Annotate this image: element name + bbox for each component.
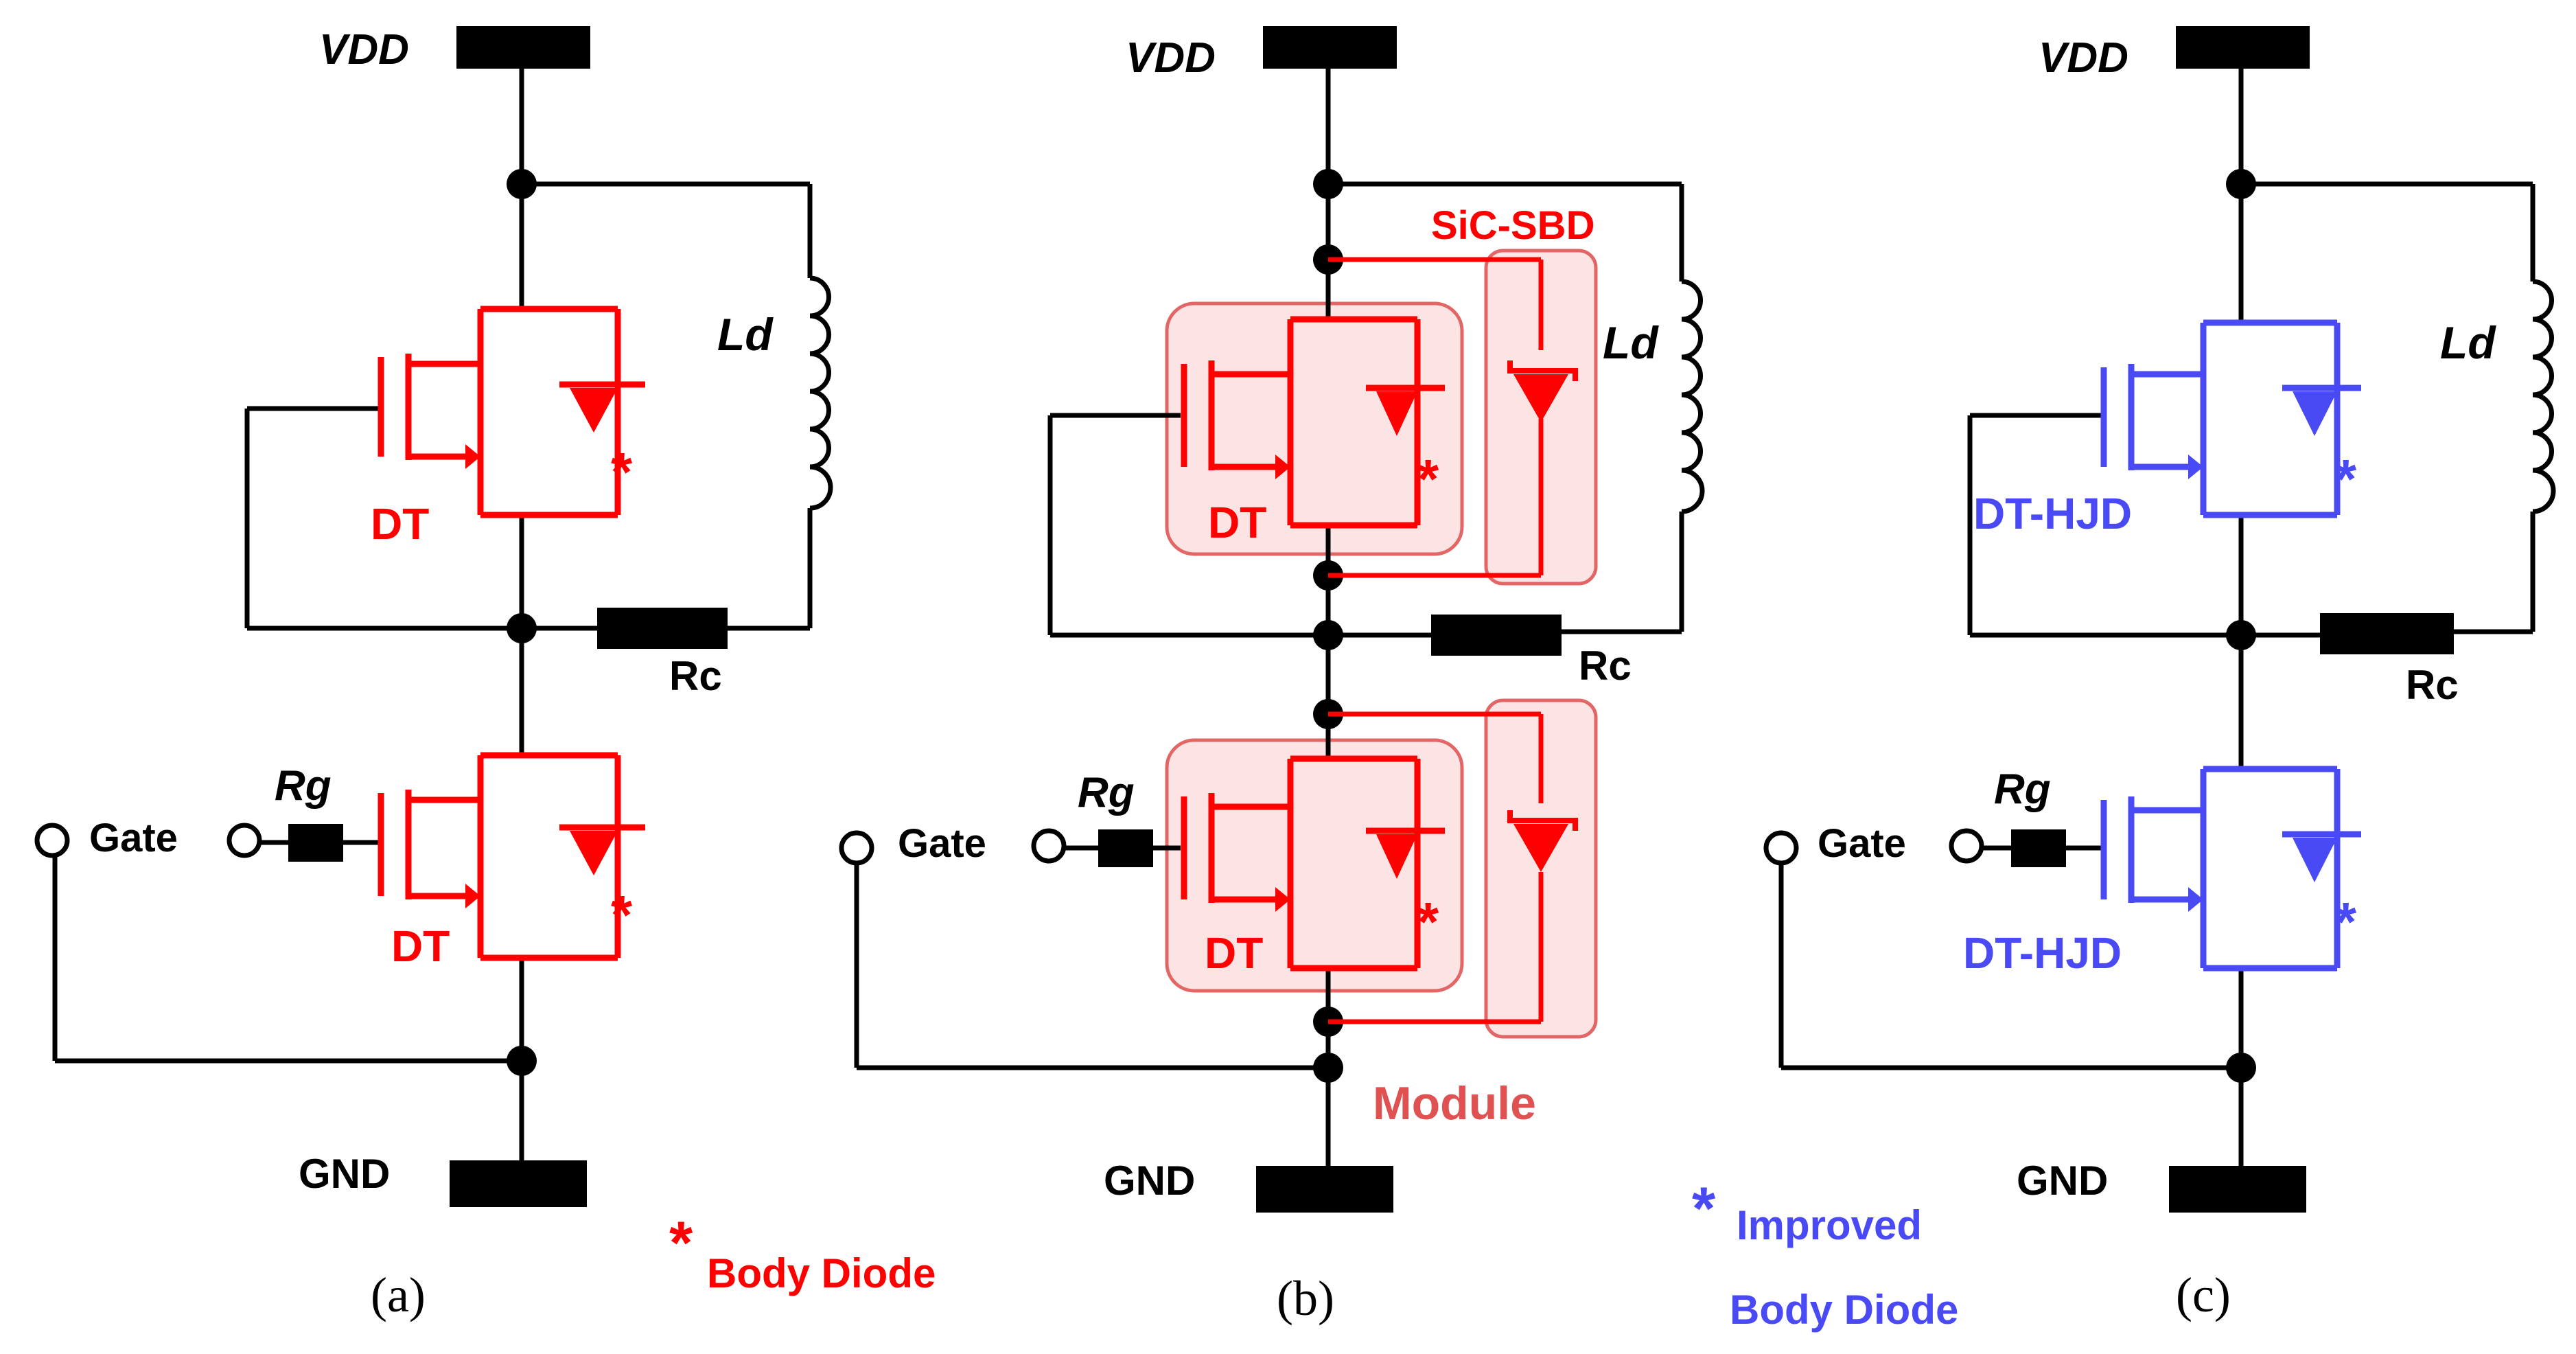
- legend-body-diode: * Body Diode: [669, 1208, 936, 1296]
- panel-b-dt-lower: [1181, 755, 1445, 972]
- panel-a-gnd-terminal: [450, 1160, 587, 1207]
- panel-c-improved-body-diode-lower: [2293, 838, 2337, 882]
- panel-b-sbd-lower: [1507, 810, 1578, 831]
- panel-a-ld-label: Ld: [717, 309, 774, 360]
- module-box-dt-upper: [1165, 301, 1464, 556]
- panel-c-vdd-terminal: [2176, 26, 2310, 69]
- panel-a: VDD Ld Rc Rg Gate GND DT DT * * (a): [34, 26, 833, 1322]
- panel-c-dt-hjd-upper-label: DT-HJD: [1973, 489, 2132, 538]
- panel-c-rg-resistor: [2011, 829, 2066, 867]
- panel-c-rg-label: Rg: [1994, 766, 2051, 813]
- panel-b-gnd-terminal: [1256, 1166, 1393, 1213]
- panel-a-junctions: [507, 169, 537, 1076]
- panel-c-gate-terminal: [1763, 830, 1799, 866]
- panel-a-dt-upper: [378, 306, 645, 518]
- panel-a-vdd-label: VDD: [319, 26, 409, 73]
- panel-a-gate-terminal: [34, 823, 70, 858]
- panel-b-dt-upper: [1181, 316, 1445, 529]
- panel-a-rc-label: Rc: [669, 653, 722, 699]
- panel-a-vdd-terminal: [456, 26, 590, 69]
- panel-c-wires: [1778, 69, 2556, 1167]
- panel-b-sbd-upper-triangle: [1513, 374, 1568, 422]
- panel-b-body-diode-lower: [1376, 834, 1417, 879]
- caption-c: (c): [2176, 1267, 2231, 1322]
- panel-c-rc-label: Rc: [2406, 662, 2459, 708]
- panel-a-gnd-label: GND: [299, 1151, 390, 1197]
- panel-a-dt-upper-label: DT: [371, 499, 429, 549]
- panel-a-asterisk-lower: *: [611, 884, 633, 945]
- module-box-dt-lower: [1165, 738, 1464, 993]
- legend-body-diode-label: Body Diode: [707, 1250, 936, 1296]
- panel-c-dt-hjd-lower-label: DT-HJD: [1963, 928, 2122, 978]
- panel-b-dt-upper-arrow: [1275, 455, 1290, 479]
- panel-a-body-diode-lower: [570, 831, 618, 875]
- panel-b-sbd-upper: [1507, 360, 1578, 381]
- panel-a-gate-label: Gate: [89, 816, 178, 860]
- caption-b: (b): [1277, 1271, 1334, 1326]
- panel-b-gate-terminal: [839, 830, 874, 866]
- panel-c-dt-hjd-lower: [2100, 766, 2361, 972]
- panel-c-improved-body-diode-upper: [2293, 391, 2337, 436]
- panel-b-body-diode-upper: [1376, 391, 1417, 436]
- panel-b-asterisk-lower: *: [1417, 891, 1439, 952]
- panel-b-gnd-label: GND: [1104, 1158, 1195, 1204]
- panel-c-ld-label: Ld: [2440, 317, 2496, 368]
- panel-b-gate-label: Gate: [898, 821, 986, 866]
- panel-c-gnd-terminal: [2169, 1166, 2306, 1213]
- panel-b-rg-label: Rg: [1078, 769, 1135, 816]
- legend-body-diode-asterisk: *: [669, 1208, 693, 1276]
- panel-c-asterisk-lower: *: [2335, 891, 2357, 952]
- legend-improved-body-diode: * Improved Body Diode: [1692, 1174, 1958, 1333]
- panel-b-ld-label: Ld: [1603, 317, 1659, 368]
- panel-b-gate-terminal-inner: [1031, 828, 1067, 864]
- panel-b-vdd-label: VDD: [1126, 34, 1216, 82]
- panel-b-rc-resistor: [1431, 615, 1562, 656]
- panel-c-junctions: [2226, 169, 2256, 1083]
- panel-c: VDD Ld Rc Rg Gate GND DT-HJD DT-HJD * * …: [1763, 26, 2556, 1322]
- panel-b-dt-upper-label: DT: [1208, 498, 1266, 547]
- panel-a-gate-terminal-inner: [227, 823, 262, 858]
- panel-c-gate-terminal-inner: [1949, 828, 1984, 864]
- panel-b-sic-sbd-label: SiC-SBD: [1431, 203, 1594, 248]
- panel-c-dt-hjd-upper-arrow: [2188, 455, 2203, 479]
- panel-b-wires: [854, 69, 1705, 1167]
- panel-b-dt-lower-arrow: [1275, 887, 1290, 912]
- panel-b: VDD SiC-SBD Ld Rc Rg Gate GND DT DT * * …: [839, 26, 1705, 1326]
- panel-a-dt-upper-arrow: [465, 444, 480, 469]
- panel-b-rc-label: Rc: [1579, 643, 1632, 689]
- panel-b-asterisk-upper: *: [1417, 448, 1439, 509]
- panel-b-dt-lower-label: DT: [1205, 928, 1263, 978]
- caption-a: (a): [371, 1267, 426, 1322]
- panel-a-rg-label: Rg: [275, 762, 332, 810]
- panel-b-sbd-wires: [1328, 257, 1544, 1024]
- panel-c-vdd-label: VDD: [2039, 34, 2128, 82]
- panel-c-gnd-label: GND: [2017, 1158, 2108, 1204]
- panel-b-rg-resistor: [1098, 829, 1153, 867]
- legend-improved-line2: Body Diode: [1730, 1287, 1958, 1333]
- panel-a-asterisk-upper: *: [611, 441, 633, 503]
- panel-b-vdd-terminal: [1263, 26, 1397, 69]
- legend-improved-asterisk: *: [1692, 1174, 1716, 1242]
- panel-b-sbd-lower-triangle: [1513, 824, 1568, 872]
- panel-c-dt-hjd-lower-arrow: [2188, 887, 2203, 912]
- panel-b-junctions: [1313, 169, 1343, 1083]
- panel-a-dt-lower-label: DT: [391, 921, 450, 971]
- panel-b-module-label: Module: [1373, 1077, 1536, 1129]
- legend-improved-line1: Improved: [1737, 1202, 1922, 1248]
- panel-a-dt-lower-arrow: [465, 884, 480, 908]
- panel-a-rc-resistor: [597, 608, 728, 649]
- panel-a-rg-resistor: [288, 824, 343, 862]
- panel-a-body-diode-upper: [570, 388, 618, 433]
- panel-c-asterisk-upper: *: [2335, 448, 2357, 509]
- panel-a-dt-lower: [378, 752, 645, 961]
- panel-c-rc-resistor: [2320, 613, 2454, 654]
- panel-c-dt-hjd-upper: [2100, 319, 2361, 518]
- panel-c-gate-label: Gate: [1818, 821, 1906, 866]
